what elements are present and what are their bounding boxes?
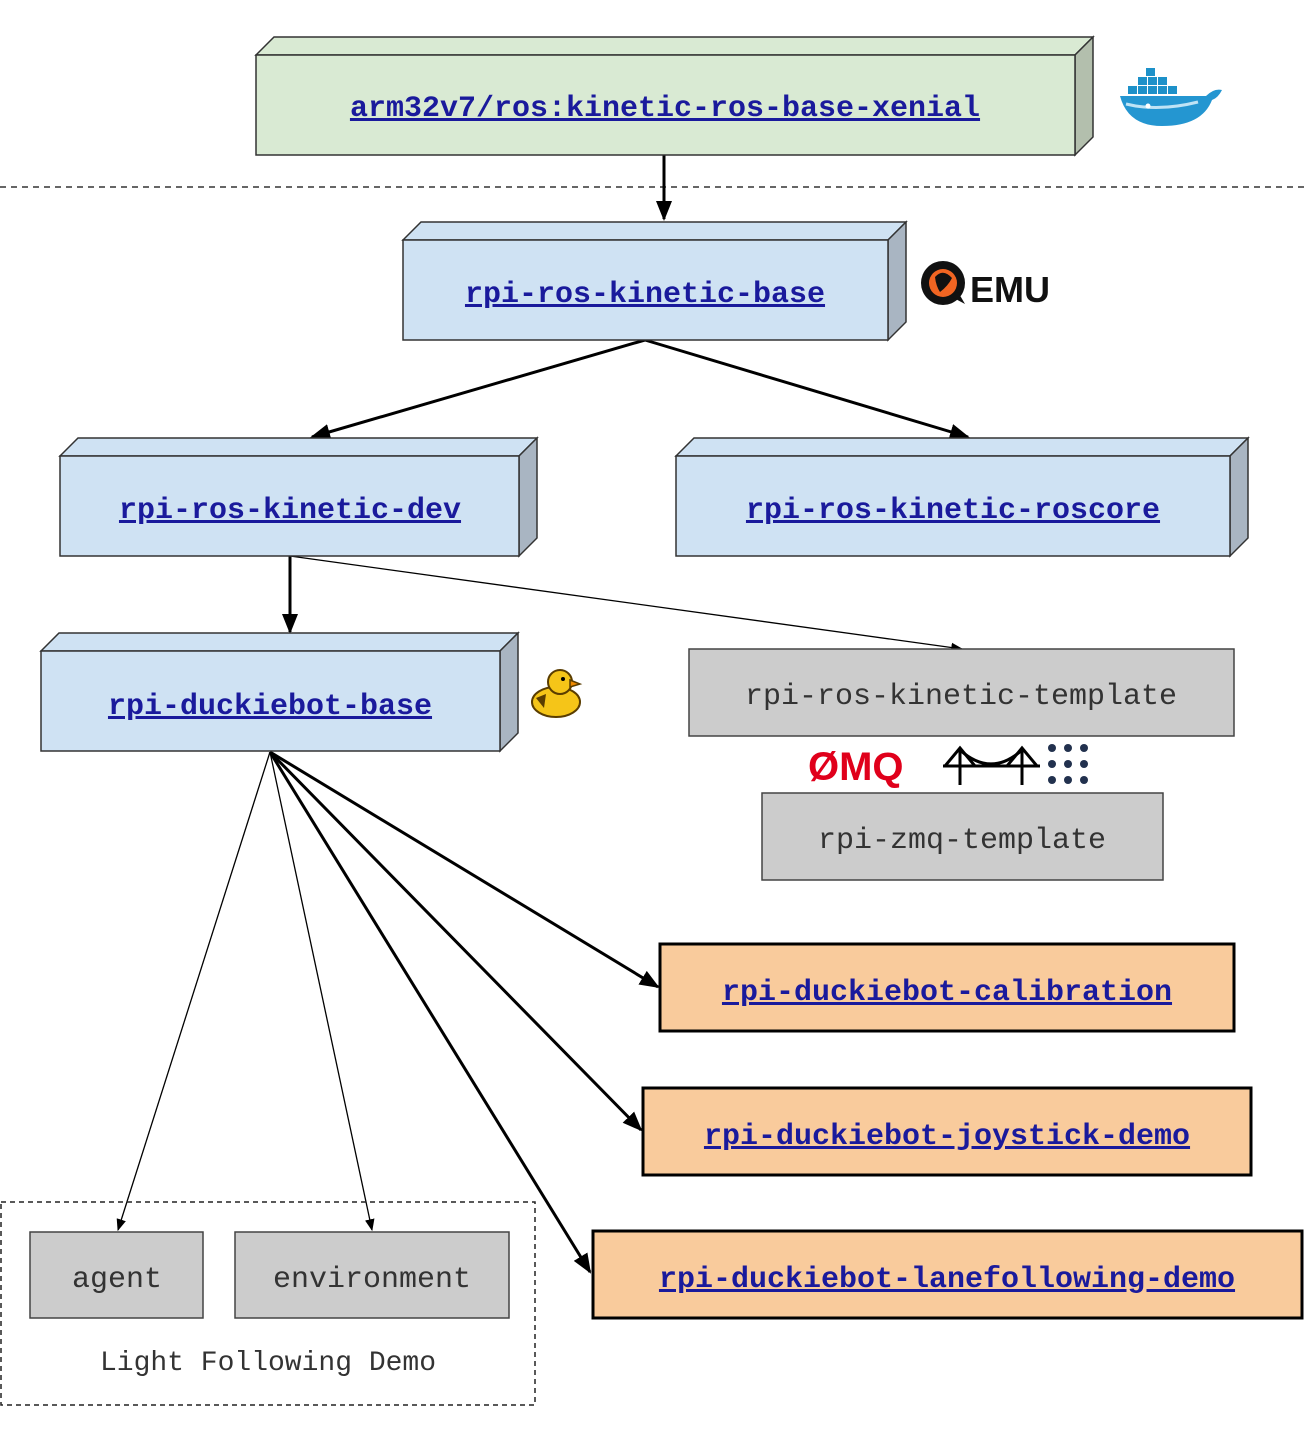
ros-dots-icon [1048,744,1088,784]
node-ros-template-label[interactable]: rpi-ros-kinetic-template [745,680,1177,714]
qemu-logo: EMU [921,261,1050,310]
edge-duckiebot-to-agent [116,751,271,1232]
node-joystick-demo-label[interactable]: rpi-duckiebot-joystick-demo [704,1120,1190,1154]
node-agent[interactable] [29,1231,204,1319]
edge-duckiebot-to-lanefollowing [268,751,592,1274]
node-duckiebot-base-label[interactable]: rpi-duckiebot-base [108,690,432,724]
edges [116,155,970,1274]
edge-duckiebot-to-environment [269,751,375,1232]
node-duckiebot-base[interactable]: rpi-duckiebot-base [39,631,520,753]
node-base-image[interactable]: arm32v7/ros:kinetic-ros-base-xenial [254,35,1095,157]
node-ros-base[interactable]: rpi-ros-kinetic-base [401,220,908,342]
node-environment-label[interactable]: environment [273,1263,471,1297]
zmq-logo: ØMQ [808,745,904,789]
node-ros-roscore-label[interactable]: rpi-ros-kinetic-roscore [746,494,1160,528]
node-base-image-label[interactable]: arm32v7/ros:kinetic-ros-base-xenial [350,92,980,126]
node-joystick-demo[interactable]: rpi-duckiebot-joystick-demo [641,1086,1253,1177]
docker-whale-icon [1120,68,1222,126]
node-lanefollowing-demo[interactable]: rpi-duckiebot-lanefollowing-demo [591,1229,1304,1320]
node-ros-roscore[interactable]: rpi-ros-kinetic-roscore [674,436,1250,558]
node-calibration[interactable]: rpi-duckiebot-calibration [658,942,1236,1033]
ros-bridge-icon [943,745,1040,785]
edge-duckiebot-to-calibration [269,750,660,989]
node-calibration-label[interactable]: rpi-duckiebot-calibration [722,976,1172,1010]
group-label: Light Following Demo [100,1348,436,1379]
rubber-duck-icon [531,669,583,718]
edge-dev-to-template [289,555,964,653]
node-zmq-template[interactable]: rpi-zmq-template [761,792,1164,881]
node-zmq-template-label[interactable]: rpi-zmq-template [818,824,1106,858]
group-light-following-demo: agent environment Light Following Demo [0,1201,536,1406]
node-ros-base-label[interactable]: rpi-ros-kinetic-base [465,278,825,312]
node-environment[interactable] [234,1231,510,1319]
node-lanefollowing-demo-label[interactable]: rpi-duckiebot-lanefollowing-demo [659,1263,1235,1297]
edge-duckiebot-to-joystick [268,750,643,1132]
edge-rosbase-to-dev [310,338,646,440]
edge-rosbase-to-roscore [644,338,970,440]
node-agent-label[interactable]: agent [72,1263,162,1297]
zmq-text: ØMQ [808,745,904,789]
qemu-text: EMU [970,269,1050,310]
node-ros-template[interactable]: rpi-ros-kinetic-template [688,648,1235,737]
node-ros-dev-label[interactable]: rpi-ros-kinetic-dev [119,494,461,528]
node-ros-dev[interactable]: rpi-ros-kinetic-dev [58,436,539,558]
